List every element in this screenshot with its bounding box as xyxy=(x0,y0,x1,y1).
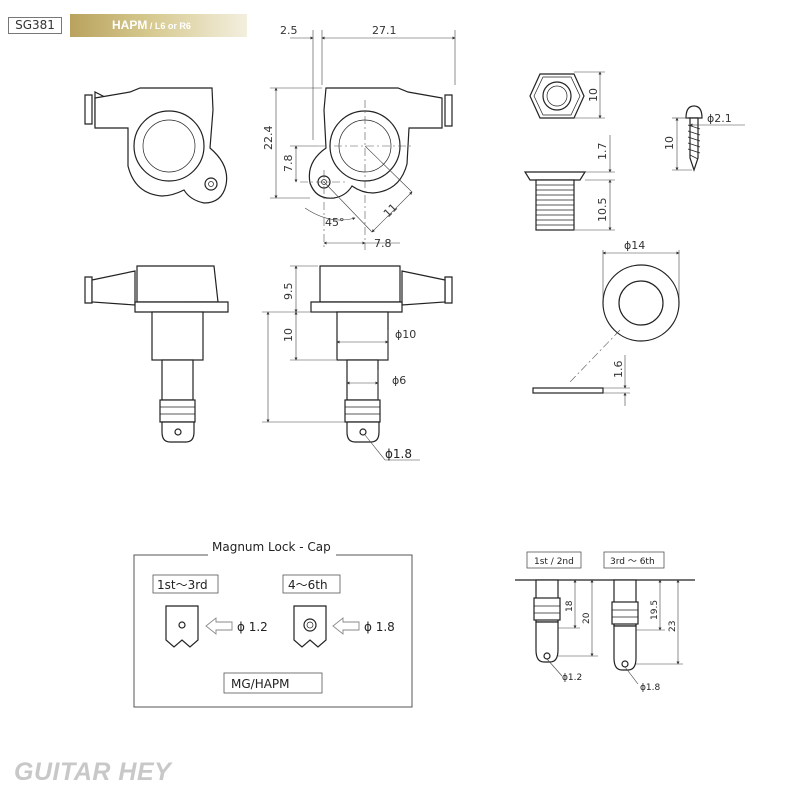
string-left-phi: ϕ1.2 xyxy=(562,673,582,683)
dim-1-6: 1.6 xyxy=(612,361,625,379)
hex-nut: 10 xyxy=(529,71,605,119)
string-right-phi: ϕ1.8 xyxy=(640,683,661,693)
dim-45-deg: 45° xyxy=(325,216,345,229)
title-text: HAPM xyxy=(112,18,148,32)
dim-2-5: 2.5 xyxy=(280,24,298,37)
tuner-top-view-dimensioned: 2.5 27.1 22.4 7.8 11 45° 7.8 xyxy=(262,24,456,250)
magnum-right-phi: ϕ 1.8 xyxy=(364,620,395,634)
dim-10-screw: 10 xyxy=(663,136,676,150)
string-right-title: 3rd ～ 6th xyxy=(610,557,655,567)
dim-7-8-horizontal: 7.8 xyxy=(374,237,392,250)
tuner-side-view-left xyxy=(84,265,229,443)
dim-phi2-1: ϕ2.1 xyxy=(707,112,732,125)
dim-11: 11 xyxy=(381,201,400,220)
magnum-right-label: 4～6th xyxy=(288,578,328,592)
string-detail: 1st / 2nd 3rd ～ 6th 18 20 ϕ1.2 19.5 23 ϕ… xyxy=(515,551,695,693)
string-left-d2: 20 xyxy=(582,612,592,624)
string-right-d1: 19.5 xyxy=(650,600,660,620)
watermark: GUITAR HEY xyxy=(14,758,172,786)
tuner-top-view-left xyxy=(84,87,228,204)
tuner-side-view-dimensioned: 9.5 10 ϕ10 ϕ6 ϕ1.8 xyxy=(262,265,453,461)
mounting-screw: 10 ϕ2.1 xyxy=(663,105,745,172)
dim-10-post: 10 xyxy=(282,328,295,342)
dim-phi14: ϕ14 xyxy=(624,239,645,252)
dim-27-1: 27.1 xyxy=(372,24,397,37)
string-right-d2: 23 xyxy=(668,621,678,632)
bushing: 1.7 10.5 xyxy=(523,135,615,231)
string-left-title: 1st / 2nd xyxy=(534,557,574,567)
dim-7-8-vertical: 7.8 xyxy=(282,155,295,173)
magnum-left-phi: ϕ 1.2 xyxy=(237,620,268,634)
dim-phi6: ϕ6 xyxy=(392,374,406,387)
magnum-lock-box: Magnum Lock - Cap 1st～3rd 4～6th ϕ 1.2 ϕ … xyxy=(133,540,413,708)
dim-9-5: 9.5 xyxy=(282,283,295,301)
magnum-footer: MG/HAPM xyxy=(231,677,290,691)
dim-phi1-8: ϕ1.8 xyxy=(385,447,412,461)
dim-phi10: ϕ10 xyxy=(395,328,416,341)
model-number: SG381 xyxy=(8,17,62,34)
magnum-left-label: 1st～3rd xyxy=(157,578,208,592)
magnum-title: Magnum Lock - Cap xyxy=(212,540,331,554)
washer: ϕ14 1.6 xyxy=(532,239,680,406)
dim-1-7: 1.7 xyxy=(596,143,609,161)
title-subtext: / L6 or R6 xyxy=(147,21,191,31)
dim-10-5: 10.5 xyxy=(596,198,609,223)
dim-10-nut: 10 xyxy=(587,88,600,102)
string-left-d1: 18 xyxy=(565,600,575,612)
dim-22-4: 22.4 xyxy=(262,126,275,151)
title-banner: HAPM / L6 or R6 xyxy=(70,14,247,37)
